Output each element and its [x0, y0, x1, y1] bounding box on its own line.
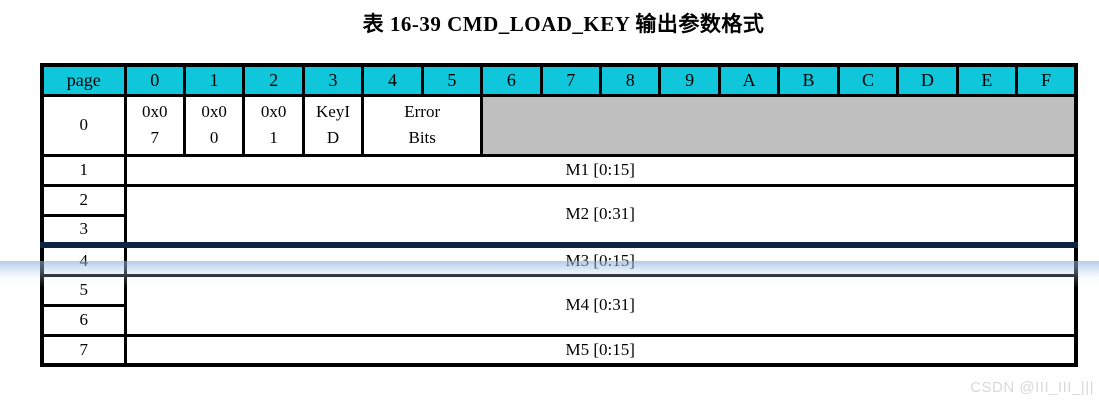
page-cell-1: 1	[40, 153, 127, 187]
byte-cell-line: Bits	[408, 128, 436, 147]
header-cell-5: 5	[420, 63, 484, 97]
header-cell-1: 1	[182, 63, 246, 97]
page-cell-4: 4	[40, 242, 127, 277]
header-cell-e: E	[955, 63, 1019, 97]
table-row-page4: 4 M3 [0:15]	[40, 242, 1078, 277]
header-cell-2: 2	[242, 63, 305, 97]
byte-cell-line: Error	[404, 102, 441, 121]
byte-cell-line: 0x0	[141, 102, 168, 121]
header-cell-b: B	[777, 63, 840, 97]
header-cell-c: C	[836, 63, 900, 97]
data-cell-m2: M2 [0:31]	[123, 183, 1078, 247]
table-row-page7: 7 M5 [0:15]	[40, 333, 1078, 367]
csdn-watermark: CSDN @III_III_|||	[970, 379, 1094, 396]
page-cell-0: 0	[40, 93, 127, 157]
page-cell-2: 2	[40, 183, 127, 217]
page-cell-5: 5	[40, 273, 127, 307]
header-cell-6: 6	[480, 63, 543, 97]
header-cell-8: 8	[598, 63, 662, 97]
table-caption: 表 16-39 CMD_LOAD_KEY 输出参数格式	[362, 12, 765, 36]
byte-cell-line: KeyI	[316, 102, 351, 121]
byte-cell-keyid: KeyI D	[301, 93, 365, 157]
data-cell-m1: M1 [0:15]	[123, 153, 1078, 187]
cmd-load-key-output-table: page 0 1 2 3 4 5 6 7 8 9 A B C D E F 0 0…	[40, 63, 1078, 367]
header-cell-9: 9	[658, 63, 721, 97]
byte-cell-line: D	[326, 128, 340, 147]
byte-cell-line: 0	[209, 128, 219, 147]
table-row-page5: 5 M4 [0:31]	[40, 273, 1078, 337]
table-row-page2: 2 M2 [0:31]	[40, 183, 1078, 247]
header-cell-3: 3	[301, 63, 365, 97]
byte-cell-line: 7	[150, 128, 159, 147]
header-cell-page: page	[40, 63, 127, 97]
page-cell-7: 7	[40, 333, 127, 367]
byte-cell-0x00: 0x0 0	[182, 93, 246, 157]
header-cell-7: 7	[539, 63, 603, 97]
header-cell-0: 0	[123, 63, 186, 97]
table-header-row: page 0 1 2 3 4 5 6 7 8 9 A B C D E F	[40, 63, 1078, 97]
header-cell-d: D	[896, 63, 959, 97]
data-cell-m5: M5 [0:15]	[123, 333, 1078, 367]
byte-cell-error-bits: Error Bits	[361, 93, 484, 157]
table-row-page0: 0 0x0 7 0x0 0 0x0 1 KeyI D Error Bits	[40, 93, 1078, 157]
data-cell-m3: M3 [0:15]	[123, 242, 1078, 277]
reserved-cell	[480, 93, 1078, 157]
header-cell-f: F	[1015, 63, 1078, 97]
byte-cell-line: 0x0	[201, 102, 227, 121]
byte-cell-0x07: 0x0 7	[123, 93, 186, 157]
table-row-page3: 3	[40, 213, 1076, 247]
table-row-page6: 6	[40, 303, 1076, 337]
header-cell-4: 4	[361, 63, 424, 97]
data-cell-m4: M4 [0:31]	[123, 273, 1078, 337]
byte-cell-line: 1	[269, 128, 278, 147]
byte-cell-0x01: 0x0 1	[242, 93, 305, 157]
header-cell-a: A	[717, 63, 781, 97]
byte-cell-line: 0x0	[260, 102, 287, 121]
table-row-page1: 1 M1 [0:15]	[40, 153, 1078, 187]
page-cell-6: 6	[40, 303, 127, 337]
page-cell-3: 3	[40, 213, 127, 247]
